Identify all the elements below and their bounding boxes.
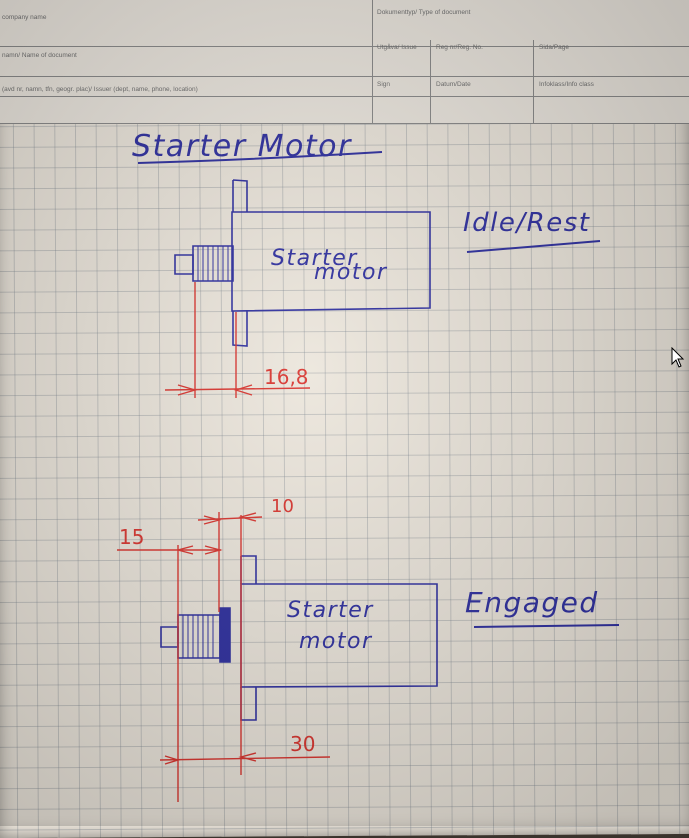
engaged-ring-gear-contact [219, 607, 231, 663]
idle-title-underline [466, 240, 601, 253]
engaged-mounting-flange [240, 555, 257, 721]
engaged-dimension-left: 15 [119, 525, 144, 549]
date-label: Datum/Date [436, 81, 471, 88]
engaged-dimension-top: 10 [271, 496, 294, 517]
engaged-body-label-1: Starter [287, 598, 374, 623]
engaged-title-underline [473, 624, 620, 628]
engaged-shaft [160, 626, 179, 648]
reg-no-label: Reg nr/Reg. No. [436, 44, 483, 51]
idle-body-label-1: Starter [271, 246, 358, 271]
engaged-pinion-gear [177, 614, 221, 659]
engaged-title: Engaged [465, 586, 599, 619]
engaged-dimension-bottom: 30 [290, 732, 315, 756]
engaged-body-label-2: motor [299, 629, 373, 654]
engaged-pinion-teeth [182, 615, 214, 658]
idle-shaft [174, 254, 194, 275]
info-class-label: Infoklass/Info class [539, 81, 594, 88]
idle-title: Idle/Rest [463, 208, 590, 238]
idle-mounting-flange [232, 179, 248, 347]
drawing-heading: Starter Motor [132, 129, 352, 164]
idle-dimension [164, 282, 311, 398]
engaged-dimensions [117, 512, 331, 802]
company-name-label: company name [2, 14, 47, 21]
issuer-label: (avd nr, namn, tfn, geogr. plac)/ Issuer… [2, 86, 198, 93]
document-type-label: Dokumenttyp/ Type of document [377, 9, 471, 16]
page-label: Sida/Page [539, 44, 569, 51]
mouse-pointer-icon [671, 347, 685, 368]
idle-pinion-teeth [197, 246, 229, 281]
heading-underline [137, 151, 383, 164]
sign-label: Sign [377, 81, 391, 88]
idle-motor-body [231, 211, 431, 312]
document-name-label: namn/ Name of document [2, 52, 77, 59]
idle-dimension-value: 16,8 [264, 365, 309, 389]
issue-label: Utgåva/ Issue [377, 44, 417, 51]
idle-body-label-2: motor [314, 260, 388, 285]
title-block: company name Dokumenttyp/ Type of docume… [0, 0, 689, 124]
idle-diagram [174, 179, 431, 347]
